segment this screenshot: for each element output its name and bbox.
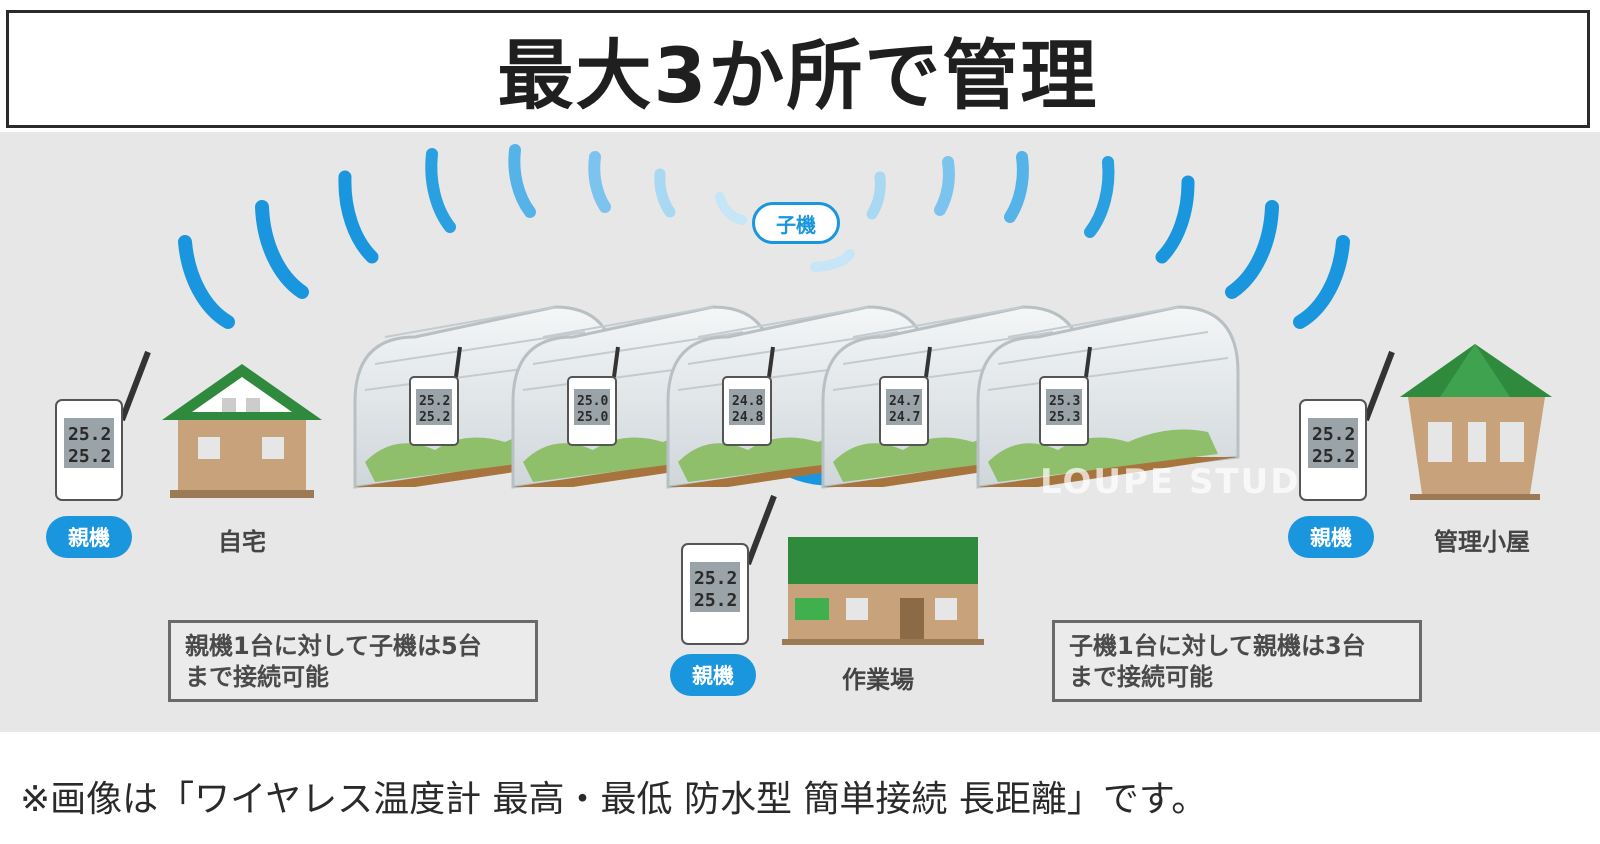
readout-upper: 25.0 [577,394,608,409]
readout-lower: 24.7 [889,410,920,425]
greenhouse-icon [353,305,1240,489]
note-left-line-1: 親機1台に対して子機は5台 [185,632,482,660]
page-title: 最大3か所で管理 [497,31,1099,120]
note-left-line-2: まで接続可能 [185,663,329,691]
readout-lower: 25.2 [694,590,737,611]
readout-lower: 25.2 [419,410,450,425]
readout-lower: 25.2 [68,446,111,467]
place-label-home: 自宅 [218,528,266,556]
thermometer-device-icon: 25.2 25.2 25.2 25.2 25.2 25.2 [55,350,1395,645]
house-icon [162,364,322,498]
note-right-line-2: まで接続可能 [1069,663,1213,691]
readout-lower: 25.0 [577,410,608,425]
readout-upper: 24.8 [732,394,763,409]
parent-unit-badge-label: 親機 [692,664,734,688]
readout-upper: 25.2 [68,424,111,445]
parent-unit-badge-hut: 親機 [1288,516,1374,558]
readout-lower: 24.8 [732,410,763,425]
readout-lower: 25.3 [1049,410,1080,425]
readout-upper: 25.3 [1049,394,1080,409]
network-diagram: 25.2 25.2 25.0 25.0 24.8 24.8 [0,132,1600,732]
readout-upper: 25.2 [694,568,737,589]
thermometer-device-icon: 25.2 25.2 25.0 25.0 24.8 24.8 [409,346,1092,446]
title-banner: 最大3か所で管理 [6,10,1590,128]
footnote: ※画像は「ワイヤレス温度計 最高・最低 防水型 簡単接続 長距離」です。 [20,779,1208,820]
diagram-artwork: 25.2 25.2 25.0 25.0 24.8 24.8 [55,144,1552,645]
place-label-workshop: 作業場 [842,666,914,694]
parent-unit-badge-home: 親機 [46,516,132,558]
parent-unit-badge-workshop: 親機 [670,654,756,696]
readout-upper: 25.2 [419,394,450,409]
child-unit-badge-label: 子機 [776,212,816,237]
parent-unit-badge-label: 親機 [1310,526,1352,550]
note-right: 子機1台に対して親機は3台 まで接続可能 [1052,620,1422,702]
readout-lower: 25.2 [1312,446,1355,467]
note-left: 親機1台に対して子機は5台 まで接続可能 [168,620,538,702]
place-label-hut: 管理小屋 [1434,528,1530,556]
readout-upper: 25.2 [1312,424,1355,445]
watermark: LOUPE STUDIO [1040,462,1347,502]
parent-unit-badge-label: 親機 [68,526,110,550]
house-icon [782,537,984,645]
house-icon [1400,344,1552,500]
readout-upper: 24.7 [889,394,920,409]
child-unit-badge: 子機 [752,202,840,244]
note-right-line-1: 子機1台に対して親機は3台 [1069,632,1366,660]
